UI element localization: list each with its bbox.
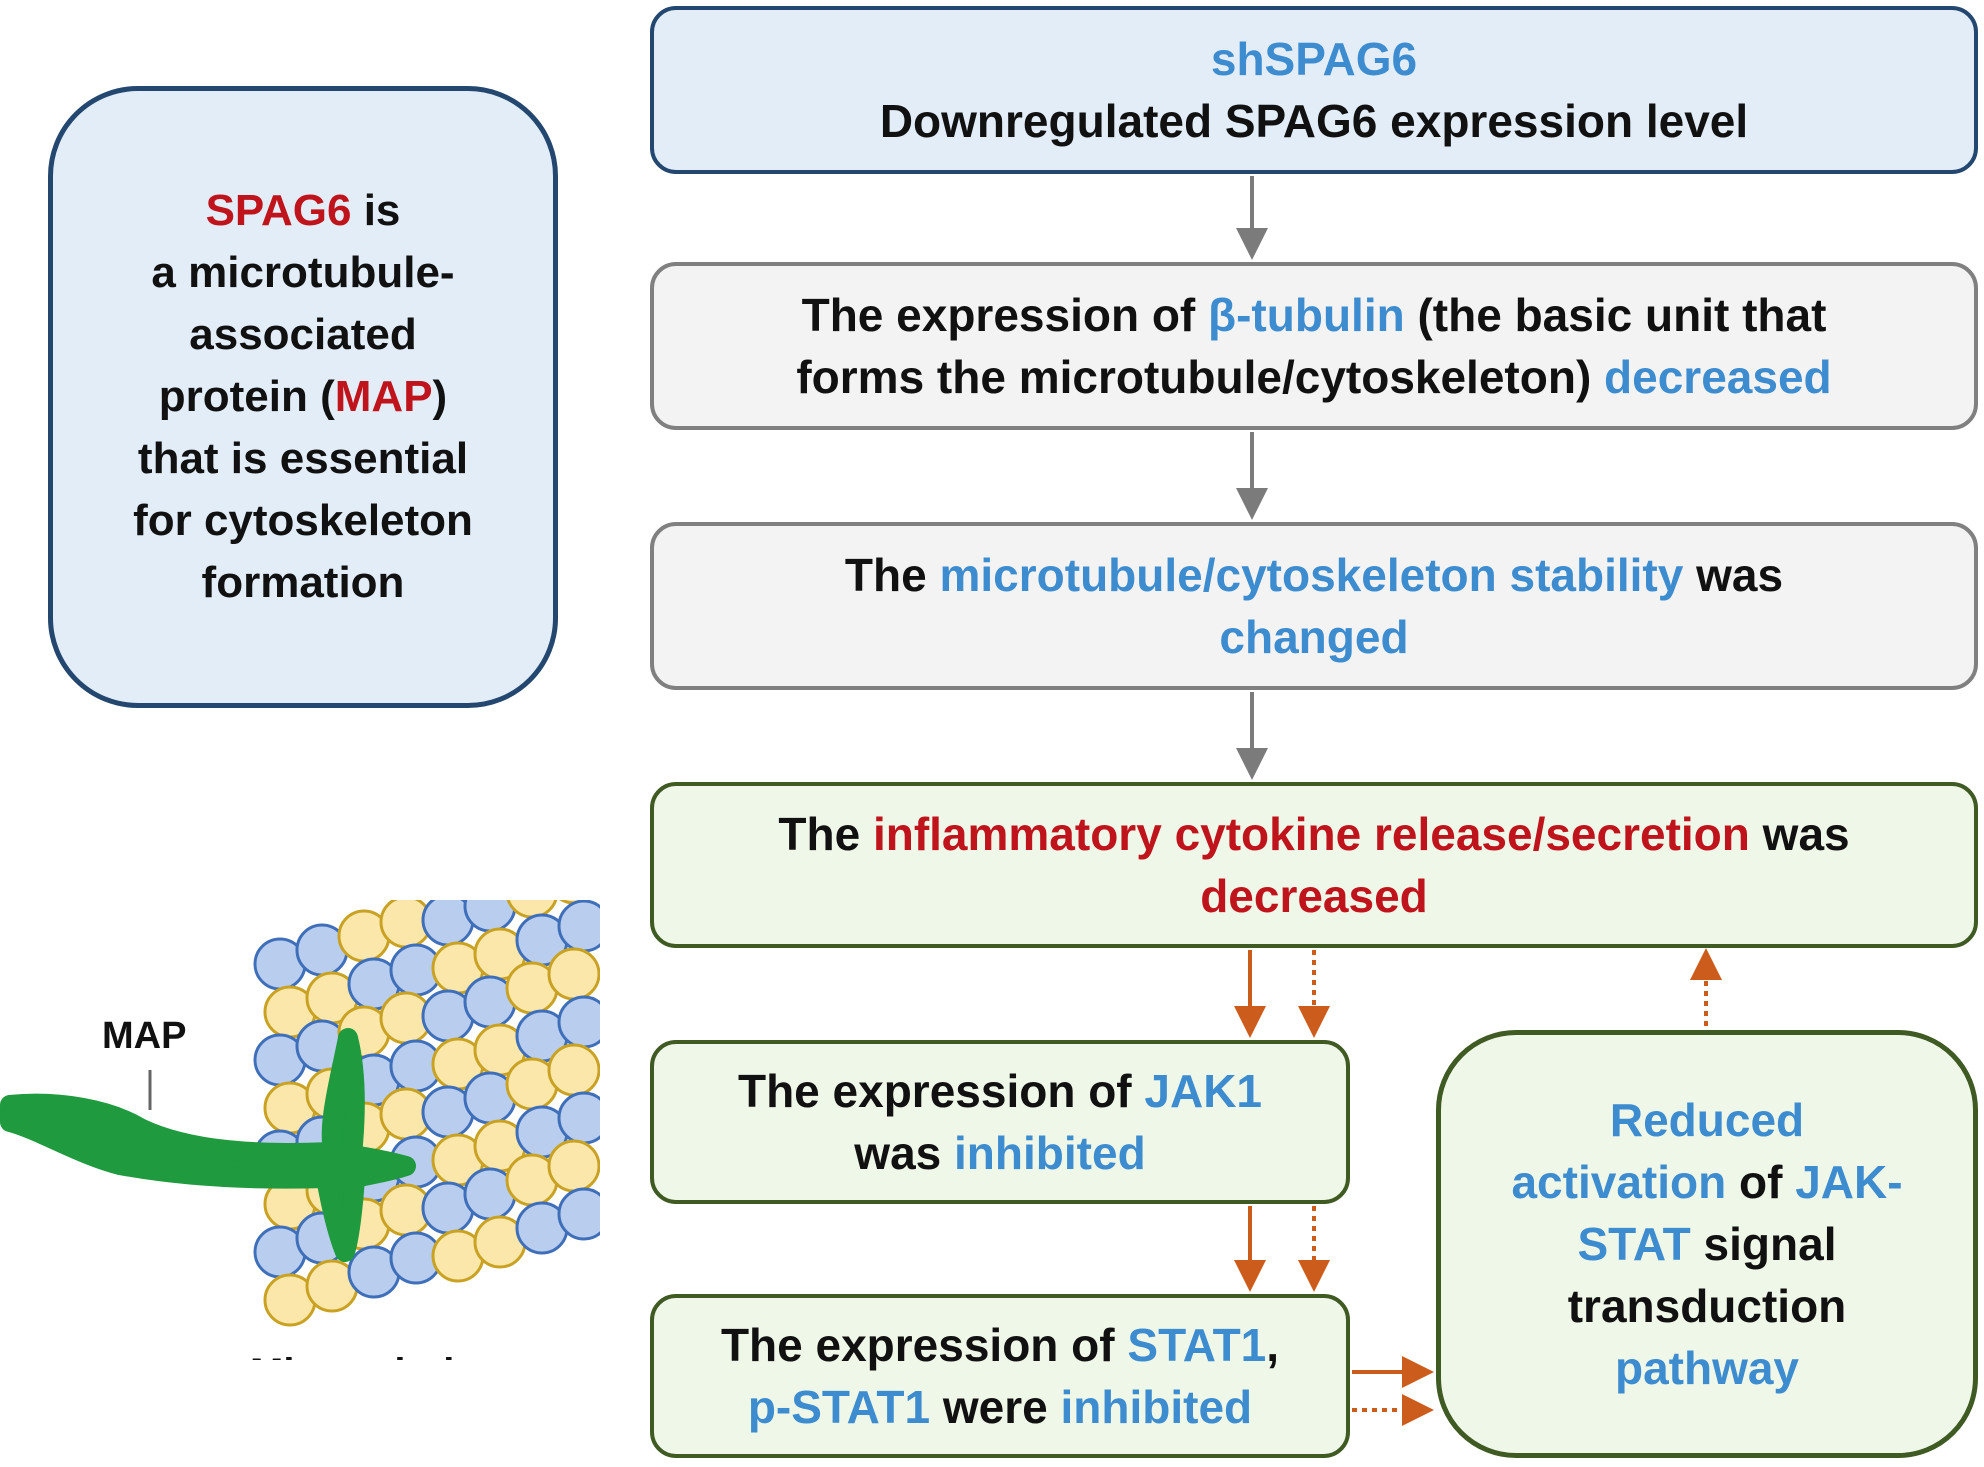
box-text: The expression of — [801, 289, 1209, 341]
def-line: for cytoskeleton — [133, 496, 473, 545]
decreased-term: decreased — [1604, 351, 1832, 403]
box-text: The — [844, 549, 940, 601]
map-protein-shape — [0, 1028, 416, 1262]
jak-stat-pathway-box: Reduced activation of JAK- STAT signal t… — [1436, 1030, 1978, 1458]
tubulin-subunit — [547, 1139, 600, 1193]
def-text: protein ( — [158, 372, 335, 421]
box-text: were — [930, 1381, 1061, 1433]
def-text: ) — [432, 372, 448, 421]
changed-term: changed — [1219, 611, 1409, 663]
microtubule-illustration: MAP Microtubule — [0, 900, 600, 1360]
box-text: , — [1266, 1319, 1280, 1371]
jak-term: JAK- — [1795, 1156, 1903, 1208]
stat1-term: STAT1 — [1127, 1319, 1267, 1371]
cytokine-term: inflammatory cytokine release/secretion — [872, 808, 1750, 860]
box-text: was — [854, 1127, 955, 1179]
stability-box: The microtubule/cytoskeleton stability w… — [650, 522, 1978, 690]
p-stat1-term: p-STAT1 — [747, 1381, 931, 1433]
activation-term: activation — [1511, 1156, 1727, 1208]
box-text: The — [778, 808, 873, 860]
shspag6-label: shSPAG6 — [1210, 33, 1418, 85]
jak1-term: JAK1 — [1144, 1065, 1263, 1117]
reduced-term: Reduced — [1609, 1094, 1805, 1146]
map-label: MAP — [102, 1015, 186, 1057]
def-line: formation — [201, 558, 405, 607]
tubulin-subunit — [557, 1187, 600, 1241]
def-line: that is essential — [137, 434, 469, 483]
spag6-term: SPAG6 — [205, 186, 352, 235]
box-text: (the basic unit that — [1404, 289, 1827, 341]
box-text: signal — [1690, 1218, 1837, 1270]
tubulin-subunit — [547, 1043, 600, 1097]
tubulin-subunits — [253, 900, 600, 1327]
box-text: forms the microtubule/cytoskeleton) — [796, 351, 1605, 403]
pathway-term: pathway — [1614, 1342, 1800, 1394]
box-text: was — [1749, 808, 1850, 860]
beta-tubulin-term: β-tubulin — [1208, 289, 1405, 341]
tubulin-subunit — [557, 1091, 600, 1145]
box-text: was — [1683, 549, 1784, 601]
spag6-definition-box: SPAG6 is a microtubule- associated prote… — [48, 86, 558, 708]
beta-tubulin-box: The expression of β-tubulin (the basic u… — [650, 262, 1978, 430]
def-line: a microtubule- — [151, 248, 455, 297]
tubulin-subunit — [557, 900, 600, 953]
jak1-box: The expression of JAK1 was inhibited — [650, 1040, 1350, 1204]
inhibited-term: inhibited — [954, 1127, 1146, 1179]
box-text: The expression of — [737, 1065, 1145, 1117]
stat1-box: The expression of STAT1, p-STAT1 were in… — [650, 1294, 1350, 1458]
downregulated-text: Downregulated SPAG6 expression level — [879, 95, 1749, 147]
microtubule-caption: Microtubule — [250, 1351, 477, 1360]
def-line: associated — [189, 310, 417, 359]
stability-term: microtubule/cytoskeleton stability — [939, 549, 1684, 601]
box-text: of — [1726, 1156, 1796, 1208]
cytokine-box: The inflammatory cytokine release/secret… — [650, 782, 1978, 948]
map-term: MAP — [334, 372, 433, 421]
shspag6-box: shSPAG6 Downregulated SPAG6 expression l… — [650, 6, 1978, 174]
box-text: The expression of — [720, 1319, 1128, 1371]
inhibited-term: inhibited — [1060, 1381, 1253, 1433]
def-text: is — [351, 186, 401, 235]
tubulin-subunit — [547, 947, 600, 1001]
box-text: transduction — [1567, 1280, 1847, 1332]
decreased-term: decreased — [1200, 870, 1428, 922]
stat-term: STAT — [1577, 1218, 1691, 1270]
tubulin-subunit — [557, 995, 600, 1049]
